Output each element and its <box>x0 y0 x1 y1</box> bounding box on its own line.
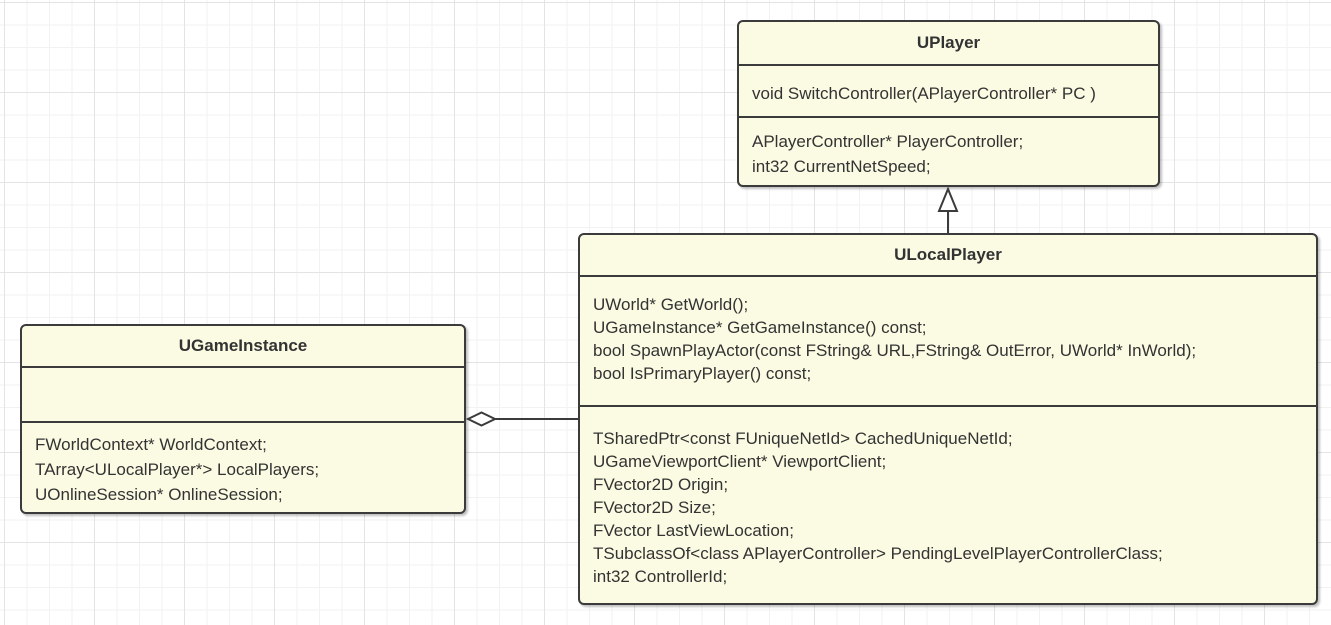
class-box-uplayer[interactable]: UPlayer void SwitchController(APlayerCon… <box>737 20 1160 187</box>
field-text: APlayerController* PlayerController; <box>752 132 1024 151</box>
field-text: int32 CurrentNetSpeed; <box>752 157 931 176</box>
fields-compartment: TSharedPtr<const FUniqueNetId> CachedUni… <box>580 407 1316 603</box>
inheritance-connector[interactable] <box>936 186 960 233</box>
class-box-ugameinstance[interactable]: UGameInstance FWorldContext* WorldContex… <box>20 324 466 514</box>
fields-compartment: APlayerController* PlayerController; int… <box>739 118 1158 185</box>
class-title: UPlayer <box>739 22 1158 66</box>
methods-compartment: UWorld* GetWorld(); UGameInstance* GetGa… <box>580 277 1316 407</box>
method-text: bool SpawnPlayActor(const FString& URL,F… <box>593 341 1197 360</box>
method-text: bool IsPrimaryPlayer() const; <box>593 364 812 383</box>
hollow-triangle-marker <box>937 186 959 212</box>
class-title: ULocalPlayer <box>580 235 1316 277</box>
field-text: TSubclassOf<class APlayerController> Pen… <box>593 544 1163 563</box>
aggregation-connector[interactable] <box>465 407 578 431</box>
field-text: TSharedPtr<const FUniqueNetId> CachedUni… <box>593 429 1013 448</box>
field-text: TArray<ULocalPlayer*> LocalPlayers; <box>35 460 320 479</box>
method-text: UWorld* GetWorld(); <box>593 295 749 314</box>
field-text: UGameViewportClient* ViewportClient; <box>593 452 887 471</box>
method-text: UGameInstance* GetGameInstance() const; <box>593 318 927 337</box>
methods-compartment: void SwitchController(APlayerController*… <box>739 66 1158 118</box>
methods-compartment-empty <box>22 368 464 423</box>
field-text: FWorldContext* WorldContext; <box>35 435 267 454</box>
field-text: FVector LastViewLocation; <box>593 521 794 540</box>
hollow-diamond-marker <box>465 411 498 427</box>
class-title: UGameInstance <box>22 326 464 368</box>
field-text: UOnlineSession* OnlineSession; <box>35 485 283 504</box>
class-box-ulocalplayer[interactable]: ULocalPlayer UWorld* GetWorld(); UGameIn… <box>578 233 1318 605</box>
field-text: int32 ControllerId; <box>593 567 728 586</box>
fields-compartment: FWorldContext* WorldContext; TArray<ULoc… <box>22 423 464 512</box>
field-text: FVector2D Size; <box>593 498 716 517</box>
method-text: void SwitchController(APlayerController*… <box>752 84 1096 103</box>
field-text: FVector2D Origin; <box>593 475 729 494</box>
